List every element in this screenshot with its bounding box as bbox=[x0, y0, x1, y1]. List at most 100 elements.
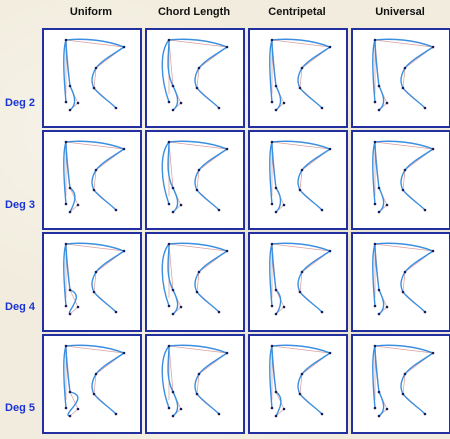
column-header-universal: Universal bbox=[375, 6, 425, 18]
interpolated-curve bbox=[63, 242, 126, 313]
data-point bbox=[401, 86, 405, 90]
interpolated-curve bbox=[372, 242, 435, 313]
interpolated-curve bbox=[161, 242, 229, 313]
data-point bbox=[195, 86, 199, 90]
data-point bbox=[274, 414, 278, 418]
interpolated-curve bbox=[161, 344, 229, 415]
data-point bbox=[274, 186, 278, 190]
data-point bbox=[68, 288, 72, 292]
data-point bbox=[282, 407, 286, 411]
control-polygon-left bbox=[271, 243, 285, 315]
data-point bbox=[171, 288, 175, 292]
data-point bbox=[171, 390, 175, 394]
data-point bbox=[373, 304, 377, 308]
curve-panel-deg3-uniform bbox=[42, 130, 142, 230]
data-point bbox=[64, 202, 68, 206]
interpolated-curve bbox=[269, 242, 332, 313]
data-point bbox=[76, 305, 80, 309]
data-point bbox=[94, 270, 98, 274]
control-polygon-left bbox=[374, 243, 388, 315]
data-point bbox=[377, 288, 381, 292]
data-point bbox=[373, 202, 377, 206]
curve-plot bbox=[269, 140, 332, 214]
data-point bbox=[167, 38, 171, 42]
curve-panel-deg4-chord-length bbox=[145, 232, 245, 332]
interpolated-curve-left bbox=[271, 39, 282, 111]
data-point bbox=[167, 140, 171, 144]
data-point bbox=[76, 101, 80, 105]
data-point bbox=[76, 407, 80, 411]
data-point bbox=[300, 66, 304, 70]
data-point bbox=[270, 344, 274, 348]
data-point bbox=[197, 372, 201, 376]
data-point bbox=[94, 168, 98, 172]
data-point bbox=[423, 106, 427, 110]
data-point bbox=[114, 106, 118, 110]
data-point bbox=[92, 188, 96, 192]
curve-plot bbox=[269, 242, 332, 316]
curve-panel-deg5-centripetal bbox=[248, 334, 348, 434]
data-point bbox=[423, 412, 427, 416]
data-point bbox=[328, 45, 332, 49]
interpolated-curve bbox=[269, 344, 332, 415]
data-point bbox=[76, 203, 80, 207]
curve-plot bbox=[372, 242, 435, 316]
data-point bbox=[68, 186, 72, 190]
row-label-deg-4: Deg 4 bbox=[5, 301, 35, 313]
curve-panel-deg4-centripetal bbox=[248, 232, 348, 332]
data-point bbox=[328, 147, 332, 151]
data-point bbox=[68, 414, 72, 418]
data-point bbox=[373, 344, 377, 348]
interpolated-curve-left bbox=[374, 345, 385, 417]
data-point bbox=[68, 390, 72, 394]
data-point bbox=[171, 84, 175, 88]
curve-panel-deg2-chord-length bbox=[145, 28, 245, 128]
interpolated-curve-left bbox=[65, 39, 76, 111]
interpolated-curve bbox=[269, 38, 332, 109]
data-point bbox=[270, 202, 274, 206]
curve-panel-deg5-chord-length bbox=[145, 334, 245, 434]
data-point bbox=[328, 249, 332, 253]
data-point bbox=[122, 45, 126, 49]
data-point bbox=[373, 140, 377, 144]
interpolated-curve bbox=[63, 38, 126, 109]
data-point bbox=[64, 406, 68, 410]
data-point bbox=[167, 100, 171, 104]
data-point bbox=[167, 406, 171, 410]
data-point bbox=[171, 312, 175, 316]
interpolated-curve bbox=[372, 38, 435, 109]
data-point bbox=[195, 290, 199, 294]
data-point bbox=[298, 86, 302, 90]
curve-plot bbox=[161, 344, 229, 418]
data-point bbox=[274, 108, 278, 112]
data-point bbox=[167, 242, 171, 246]
control-polygon-left bbox=[65, 345, 79, 417]
data-point bbox=[320, 208, 324, 212]
curve-panel-deg2-uniform bbox=[42, 28, 142, 128]
data-point bbox=[197, 168, 201, 172]
data-point bbox=[403, 168, 407, 172]
data-point bbox=[114, 208, 118, 212]
column-header-centripetal: Centripetal bbox=[268, 6, 326, 18]
data-point bbox=[282, 101, 286, 105]
data-point bbox=[68, 312, 72, 316]
interpolated-curve-left bbox=[271, 345, 282, 417]
control-polygon-left bbox=[271, 141, 285, 213]
data-point bbox=[179, 407, 183, 411]
data-point bbox=[179, 305, 183, 309]
data-point bbox=[385, 305, 389, 309]
curve-panel-deg4-uniform bbox=[42, 232, 142, 332]
data-point bbox=[171, 210, 175, 214]
data-point bbox=[171, 414, 175, 418]
control-polygon-left bbox=[168, 141, 182, 213]
curve-panel-deg3-chord-length bbox=[145, 130, 245, 230]
data-point bbox=[385, 407, 389, 411]
data-point bbox=[270, 242, 274, 246]
interpolated-curve-left bbox=[65, 243, 77, 315]
data-point bbox=[167, 202, 171, 206]
control-polygon-left bbox=[65, 39, 79, 111]
interpolated-curve bbox=[372, 140, 435, 211]
curve-panel-deg2-centripetal bbox=[248, 28, 348, 128]
data-point bbox=[94, 372, 98, 376]
data-point bbox=[298, 290, 302, 294]
